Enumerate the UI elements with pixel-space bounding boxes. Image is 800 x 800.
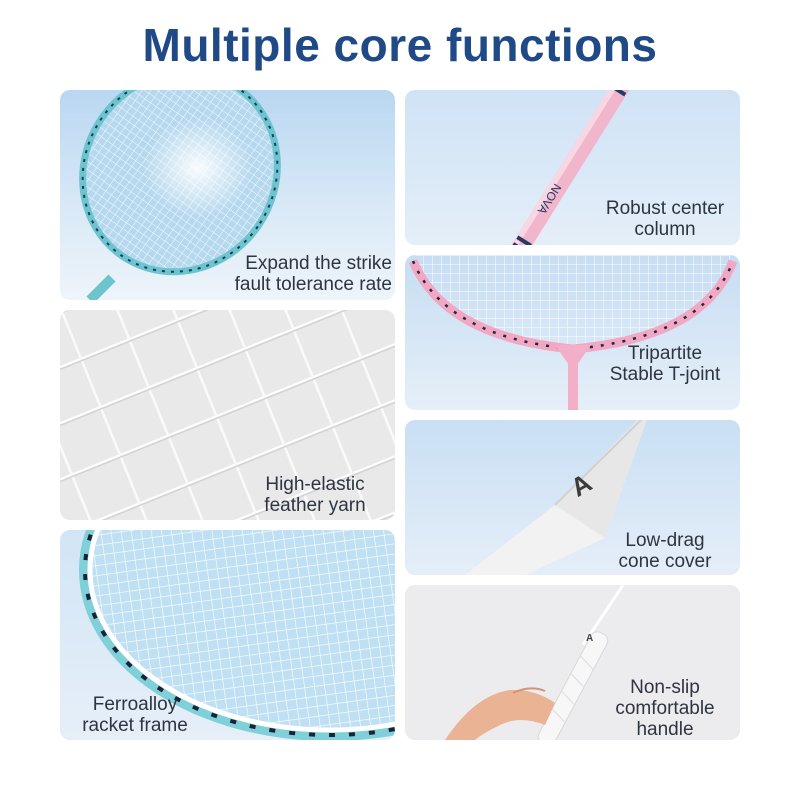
panel-handle: A Non-slip comfortable handle [405,585,740,740]
caption-line: Tripartite [627,343,703,364]
caption-line: racket frame [82,715,188,736]
cone-cover-image: A [465,420,647,575]
caption-line: cone cover [618,551,712,572]
panel-ferroalloy-frame: Ferroalloy racket frame [60,530,395,740]
panel-t-joint: Tripartite Stable T-joint [405,255,740,410]
shaft-image: NOVA [498,90,650,245]
caption-line: Robust center [605,198,725,219]
panel-feather-yarn: High-elastic feather yarn [60,310,395,520]
caption-line: comfortable [615,698,715,719]
caption-line: handle [636,719,694,740]
panel-strike-tolerance: Expand the strike fault tolerance rate [60,90,395,300]
caption-line: feather yarn [264,495,366,516]
caption-line: Low-drag [625,530,705,551]
panel-center-column: NOVA Robust center column [405,90,740,245]
caption-line: column [634,219,696,240]
t-joint-image [408,255,738,410]
caption-line: fault tolerance rate [234,274,392,295]
caption-line: Non-slip [630,677,700,698]
caption-line: Expand the strike [245,253,392,274]
caption-line: Ferroalloy [92,694,178,715]
page-title: Multiple core functions [142,19,658,71]
caption-line: High-elastic [265,474,365,495]
racket-head-image [79,90,281,300]
panel-cone-cover: A Low-drag cone cover [405,420,740,575]
caption-line: Stable T-joint [609,364,721,385]
string-mesh-image [60,310,395,520]
ferroalloy-frame-image [79,530,395,740]
handle-logo-icon: A [586,633,593,644]
handle-image: A [445,585,625,740]
